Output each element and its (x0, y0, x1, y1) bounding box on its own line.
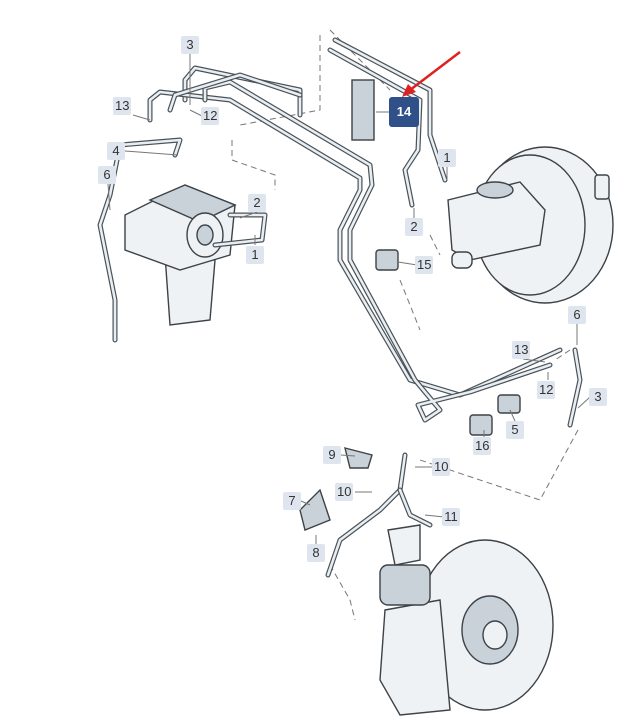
callout-15[interactable]: 15 (415, 256, 434, 274)
callout-6[interactable]: 6 (568, 306, 586, 324)
callout-2[interactable]: 2 (248, 194, 266, 212)
brake-caliper (379, 524, 451, 716)
callout-11[interactable]: 11 (442, 508, 460, 526)
callout-16[interactable]: 16 (473, 437, 492, 455)
abs-unit (124, 184, 237, 326)
brake-disc (416, 539, 554, 711)
callout-7[interactable]: 7 (283, 492, 301, 510)
callout-13[interactable]: 13 (512, 341, 531, 359)
callout-1[interactable]: 1 (438, 149, 456, 167)
callout-12[interactable]: 12 (201, 107, 220, 125)
callout-4[interactable]: 4 (107, 142, 125, 160)
callout-9[interactable]: 9 (323, 446, 341, 464)
clip-15 (375, 249, 399, 271)
bracket-9 (344, 447, 373, 469)
master-cylinder (447, 181, 546, 269)
callout-2[interactable]: 2 (405, 218, 423, 236)
clip-16 (469, 414, 493, 436)
callout-8[interactable]: 8 (307, 544, 325, 562)
callout-5[interactable]: 5 (506, 421, 524, 439)
callout-14-highlighted[interactable]: 14 (389, 97, 419, 127)
clip-block-14 (351, 79, 375, 141)
callout-3[interactable]: 3 (181, 36, 199, 54)
callout-10[interactable]: 10 (335, 483, 354, 501)
callout-10[interactable]: 10 (432, 458, 451, 476)
bracket-5 (497, 394, 521, 414)
callout-13[interactable]: 13 (113, 97, 132, 115)
callout-12[interactable]: 12 (537, 381, 556, 399)
callout-1[interactable]: 1 (246, 246, 264, 264)
callout-3[interactable]: 3 (589, 388, 607, 406)
highlight-arrow (402, 51, 461, 97)
bracket-7 (299, 488, 331, 531)
brake-lines (97, 37, 583, 578)
callout-6[interactable]: 6 (98, 166, 116, 184)
